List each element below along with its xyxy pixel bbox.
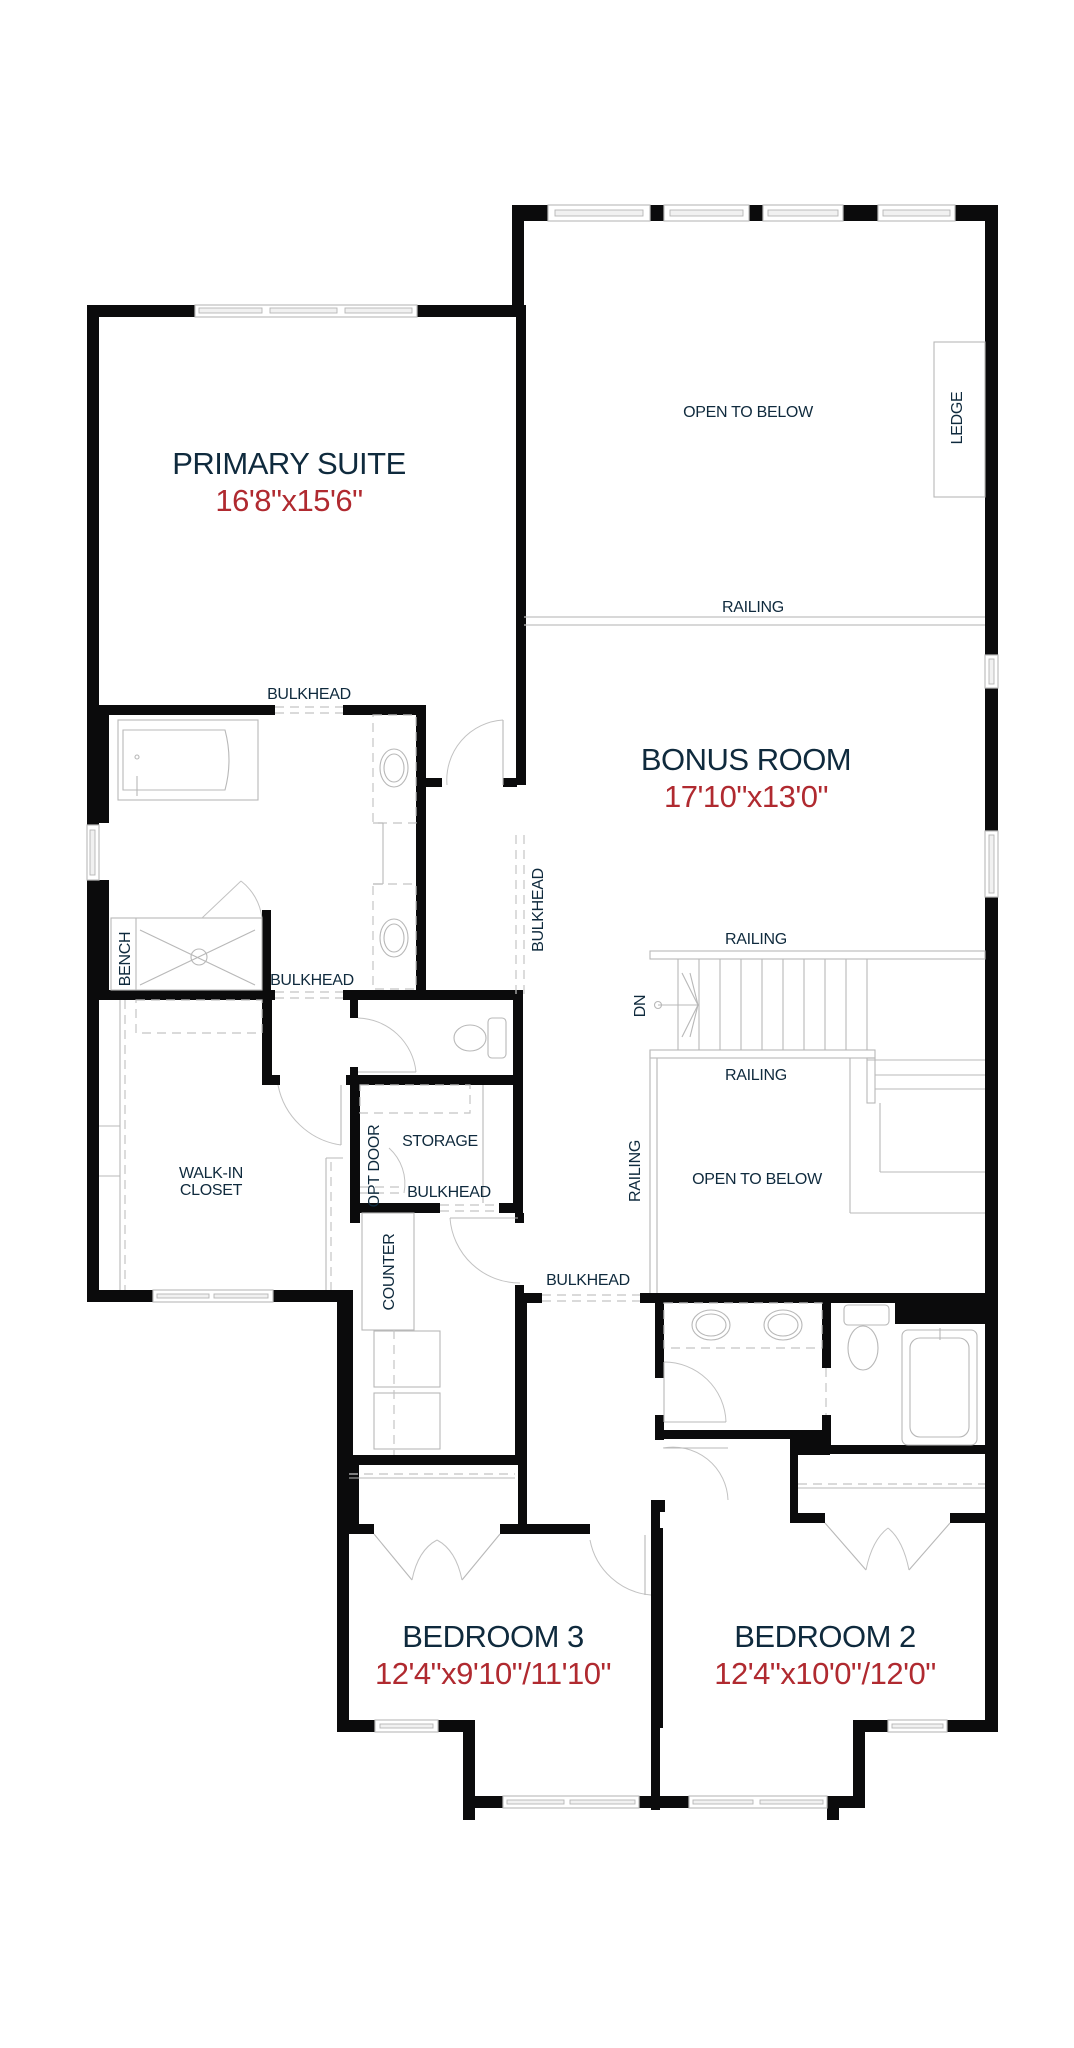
counter-label: COUNTER	[381, 1233, 398, 1310]
staircase	[653, 959, 985, 1214]
bench-label: BENCH	[117, 932, 134, 987]
bedroom-closets	[349, 1446, 985, 1596]
bulkheads	[275, 706, 640, 1302]
walk-in-closet-label: WALK-IN	[179, 1165, 243, 1182]
railing-label: RAILING	[725, 931, 787, 948]
railings	[524, 616, 986, 1293]
room-title: BONUS ROOM	[641, 742, 851, 777]
room-title: BEDROOM 3	[402, 1619, 584, 1654]
railing-label: RAILING	[627, 1140, 644, 1202]
exterior-walls	[87, 205, 998, 1820]
room-dimensions: 12'4"x9'10"/11'10"	[375, 1656, 611, 1691]
ledge-label: LEDGE	[949, 392, 966, 445]
storage-label: STORAGE	[402, 1133, 478, 1150]
hall-bath-fixtures	[663, 1302, 978, 1446]
down-label: DN	[632, 995, 649, 1018]
room-bedroom-3: BEDROOM 3 12'4"x9'10"/11'10"	[375, 1619, 612, 1691]
ensuite-fixtures	[110, 714, 504, 991]
room-dimensions: 12'4"x10'0"/12'0"	[714, 1656, 936, 1691]
annotations: OPEN TO BELOW LEDGE RAILING BULKHEAD BUL…	[117, 392, 966, 1311]
bulkhead-label: BULKHEAD	[270, 972, 354, 989]
walk-in-closet-label: CLOSET	[180, 1182, 243, 1199]
bulkhead-label: BULKHEAD	[530, 868, 547, 952]
open-to-below-label: OPEN TO BELOW	[692, 1171, 823, 1188]
bulkhead-label: BULKHEAD	[546, 1272, 630, 1289]
railing-label: RAILING	[725, 1067, 787, 1084]
wc-fixtures	[357, 1017, 507, 1073]
railing-label: RAILING	[722, 599, 784, 616]
storage-fixtures	[359, 1084, 484, 1203]
bulkhead-label: BULKHEAD	[407, 1184, 491, 1201]
room-title: PRIMARY SUITE	[172, 446, 406, 481]
bulkhead-label: BULKHEAD	[267, 686, 351, 703]
room-bedroom-2: BEDROOM 2 12'4"x10'0"/12'0"	[714, 1619, 936, 1691]
room-primary-suite: PRIMARY SUITE 16'8"x15'6"	[172, 446, 406, 518]
laundry-fixtures	[361, 1212, 521, 1455]
room-dimensions: 17'10"x13'0"	[664, 779, 828, 814]
open-to-below-label: OPEN TO BELOW	[683, 404, 814, 421]
windows	[86, 204, 999, 1809]
room-dimensions: 16'8"x15'6"	[215, 483, 362, 518]
interior-walls	[99, 705, 998, 1810]
opt-door-label: OPT DOOR	[366, 1125, 383, 1208]
room-title: BEDROOM 2	[734, 1619, 916, 1654]
ledge	[933, 341, 986, 498]
wic-fixtures	[99, 999, 343, 1290]
room-bonus-room: BONUS ROOM 17'10"x13'0"	[641, 742, 852, 814]
